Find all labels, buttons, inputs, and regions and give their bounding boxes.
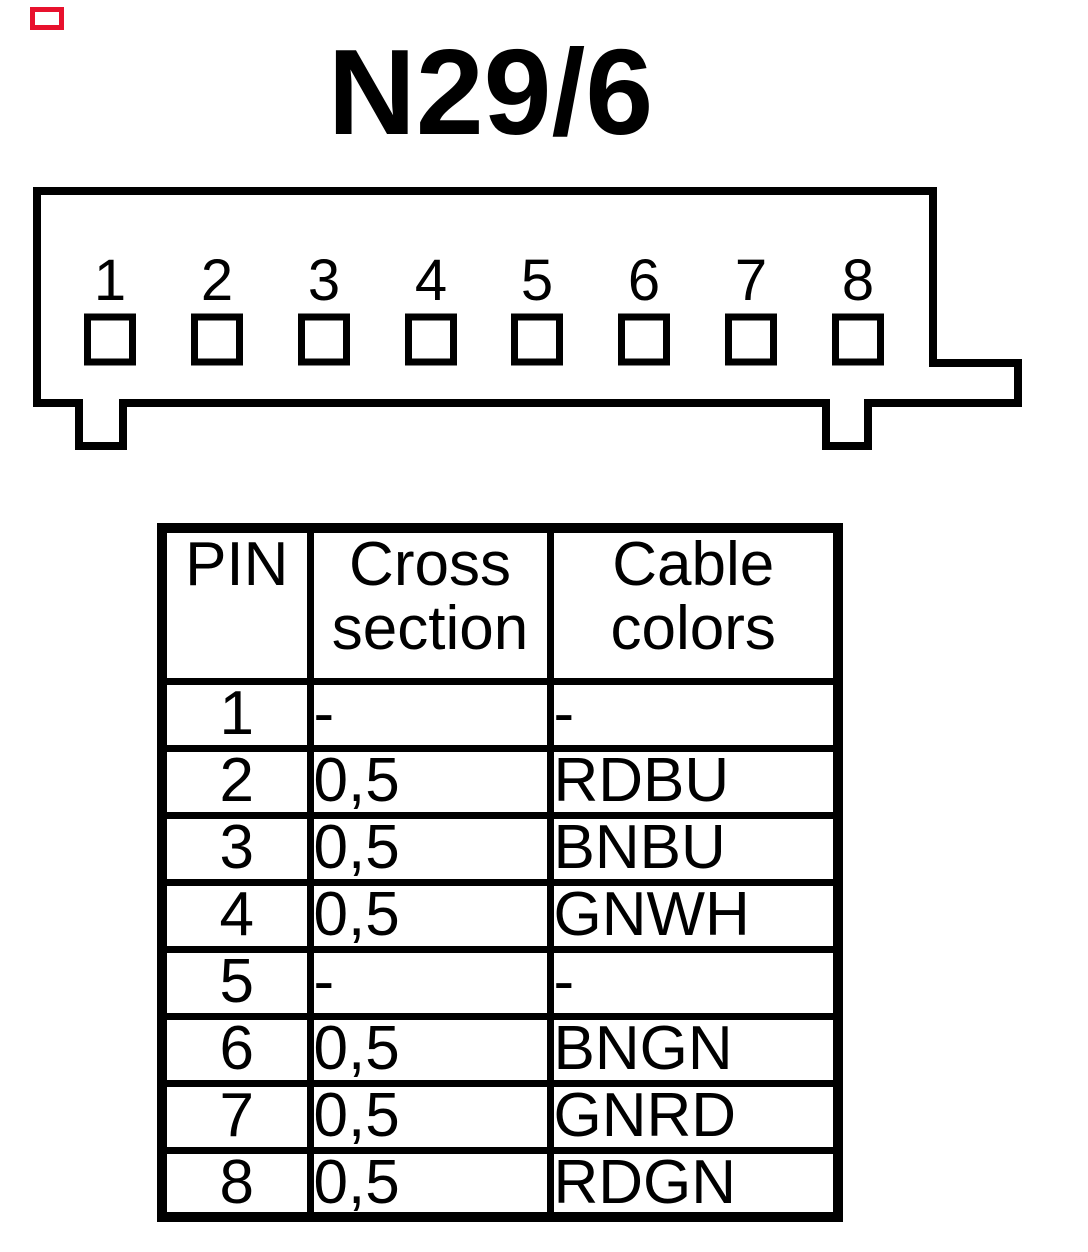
table-row-pin7: 7 0,5 GNRD (158, 1079, 842, 1154)
pin-square-6 (618, 313, 670, 366)
pin-square-5 (511, 313, 563, 366)
table-row-pin5: 5 - - (158, 945, 842, 1020)
pin-square-2 (191, 313, 243, 366)
cell-cable-color: RDBU (546, 744, 842, 819)
table-row-pin1: 1 - - (158, 677, 842, 752)
pin-assignment-table: PIN Cross section Cable colors 1 - - 2 0… (157, 523, 843, 1222)
pin-number-6: 6 (627, 248, 661, 313)
table-header-row: PIN Cross section Cable colors (158, 524, 842, 685)
cell-cable-color: GNRD (546, 1079, 842, 1154)
header-cable-line2: colors (610, 594, 776, 663)
header-cross-line2: section (331, 594, 529, 663)
pin-square-7 (725, 313, 777, 366)
cell-pin: 2 (158, 744, 314, 819)
pin-number-4: 4 (414, 248, 448, 313)
header-cross-section: Cross section (306, 524, 554, 685)
cell-pin: 7 (158, 1079, 314, 1154)
cell-cable-color: BNBU (546, 811, 842, 886)
header-pin: PIN (158, 524, 314, 685)
pin-square-3 (298, 313, 350, 366)
cell-cable-color: RDGN (546, 1146, 842, 1221)
table-row-pin6: 6 0,5 BNGN (158, 1012, 842, 1087)
pin-square-4 (405, 313, 457, 366)
cell-cross-section: 0,5 (306, 744, 554, 819)
table-row-pin4: 4 0,5 GNWH (158, 878, 842, 953)
connector-diagram (33, 187, 1022, 450)
cell-cross-section: 0,5 (306, 811, 554, 886)
cell-cross-section: - (306, 677, 554, 752)
connector-title: N29/6 (327, 24, 654, 160)
cell-cross-section: 0,5 (306, 878, 554, 953)
table-row-pin8: 8 0,5 RDGN (158, 1146, 842, 1221)
pin-number-5: 5 (520, 248, 554, 313)
cell-pin: 5 (158, 945, 314, 1020)
header-cross-line1: Cross (349, 530, 511, 599)
cell-pin: 4 (158, 878, 314, 953)
pin-number-7: 7 (734, 248, 768, 313)
cell-cable-color: GNWH (546, 878, 842, 953)
cell-cross-section: - (306, 945, 554, 1020)
pin-square-8 (832, 313, 884, 366)
pin-number-3: 3 (307, 248, 341, 313)
header-cable-colors: Cable colors (546, 524, 842, 685)
cell-pin: 1 (158, 677, 314, 752)
table-row-pin2: 2 0,5 RDBU (158, 744, 842, 819)
recording-marker (30, 7, 64, 30)
header-pin-line1: PIN (185, 530, 289, 599)
pin-number-8: 8 (841, 248, 875, 313)
cell-cable-color: - (546, 677, 842, 752)
cell-pin: 3 (158, 811, 314, 886)
table-row-pin3: 3 0,5 BNBU (158, 811, 842, 886)
cell-cable-color: BNGN (546, 1012, 842, 1087)
cell-cable-color: - (546, 945, 842, 1020)
cell-cross-section: 0,5 (306, 1146, 554, 1221)
cell-cross-section: 0,5 (306, 1012, 554, 1087)
header-cable-line1: Cable (612, 530, 775, 599)
cell-cross-section: 0,5 (306, 1079, 554, 1154)
pin-number-1: 1 (93, 248, 127, 313)
pin-number-2: 2 (200, 248, 234, 313)
cell-pin: 8 (158, 1146, 314, 1221)
pin-square-1 (84, 313, 136, 366)
cell-pin: 6 (158, 1012, 314, 1087)
